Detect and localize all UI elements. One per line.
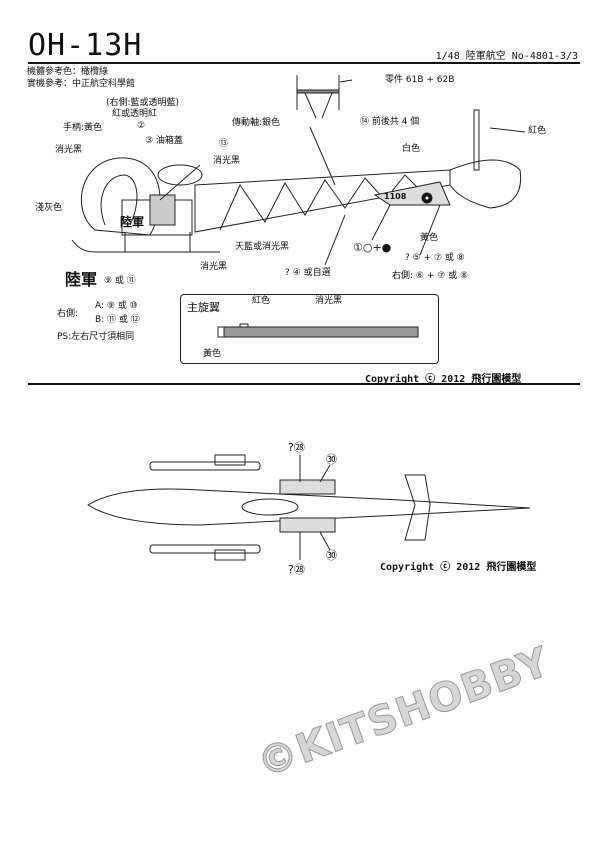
copyright: Copyright ⓒ 2012 飛行園模型 bbox=[380, 562, 537, 573]
section-rule bbox=[28, 383, 580, 385]
flat-black-label: 消光黑 bbox=[55, 145, 83, 155]
rotor-flat-black-label: 消光黑 bbox=[315, 296, 343, 306]
white-label: 白色 bbox=[402, 144, 421, 154]
right-side-blue-label: (右側:藍或透明藍) bbox=[106, 98, 180, 108]
rotor-red-label: 紅色 bbox=[252, 296, 271, 306]
army-marking-large: 陸軍 bbox=[65, 270, 98, 289]
red-clear-label: 紅或透明紅 bbox=[112, 109, 158, 119]
decal3-label: ③ 油箱蓋 bbox=[145, 136, 183, 146]
army-body-marking: 陸軍 bbox=[120, 215, 145, 229]
flat-black-label: 消光黑 bbox=[213, 156, 241, 166]
red-label: 紅色 bbox=[528, 126, 547, 136]
army-decal-label: ⑨ 或 ⑪ bbox=[104, 276, 136, 286]
main-rotor-box bbox=[180, 294, 439, 364]
yellow-label: 黃色 bbox=[420, 233, 439, 243]
decal13-label: ⑬ bbox=[219, 139, 229, 149]
decal5-label: ? ⑤ + ⑦ 或 ⑧ bbox=[405, 253, 465, 263]
right-side-label: 右側: bbox=[57, 309, 79, 319]
decal30-top-label: ㉚ bbox=[326, 453, 337, 466]
decal28-top-label: ?㉘ bbox=[288, 441, 305, 454]
decal2-label: ② bbox=[137, 121, 146, 131]
ps-note: PS:左右尺寸須相同 bbox=[57, 332, 135, 342]
driveshaft-label: 傳動軸:銀色 bbox=[232, 118, 281, 128]
body-color-note: 機體參考色：橄欖綠 bbox=[27, 67, 109, 77]
option-a-label: A: ⑨ 或 ⑩ bbox=[95, 301, 138, 311]
header-rule bbox=[28, 62, 580, 64]
sky-blue-label: 天藍或消光黑 bbox=[235, 242, 290, 252]
copyright: Copyright ⓒ 2012 飛行園模型 bbox=[365, 374, 522, 385]
rotor-yellow-label: 黃色 bbox=[203, 349, 222, 359]
decal30-bottom-label: ㉚ bbox=[326, 549, 337, 562]
page-title: OH-13H bbox=[28, 28, 143, 63]
reference-note: 實機參考：中正航空科學館 bbox=[27, 79, 136, 89]
main-rotor-title: 主旋翼 bbox=[187, 301, 220, 314]
part-ref-label: 零件 61B + 62B bbox=[385, 75, 455, 85]
decal14-label: ⑭ 前後共 4 個 bbox=[360, 117, 420, 127]
option-b-label: B: ⑪ 或 ⑫ bbox=[95, 315, 140, 325]
serial-marking: 1108 bbox=[384, 192, 407, 201]
flat-black-label: 消光黑 bbox=[200, 262, 228, 272]
decal28-bottom-label: ?㉘ bbox=[288, 563, 305, 576]
handle-label: 手柄:黃色 bbox=[63, 123, 103, 133]
decal4-label: ? ④ 或自選 bbox=[285, 268, 331, 278]
light-grey-label: 淺灰色 bbox=[35, 203, 63, 213]
decal6-label: 右側: ⑥ + ⑦ 或 ⑧ bbox=[392, 271, 469, 281]
decal1-label: ①○+● bbox=[353, 241, 392, 254]
scale-info: 1/48 陸軍航空 No-4801-3/3 bbox=[435, 51, 578, 62]
